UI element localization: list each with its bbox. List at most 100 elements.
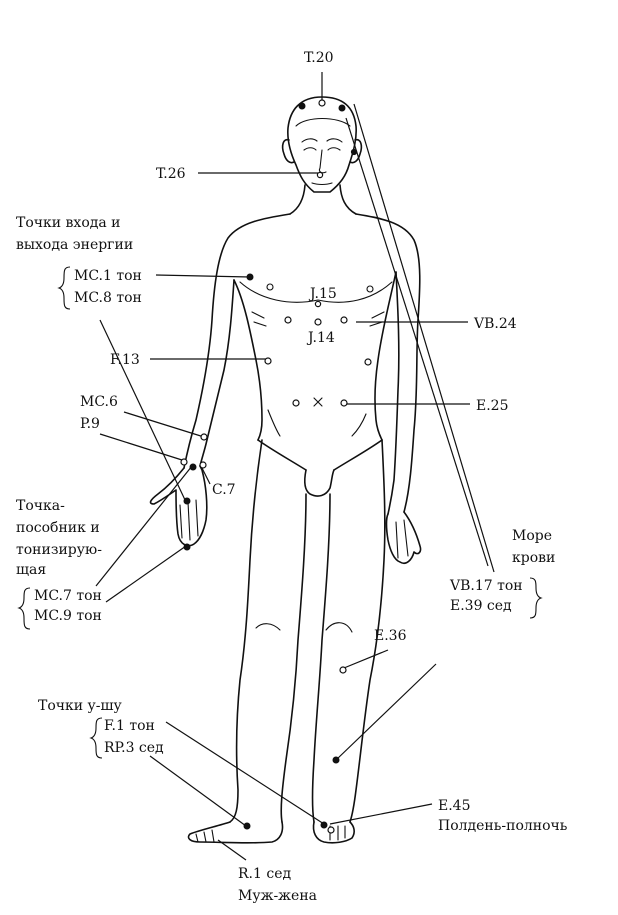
torso-right <box>374 271 397 441</box>
left-leg-outer <box>229 439 263 823</box>
label-e39: E.39 сед <box>450 598 512 614</box>
point-mc8 <box>183 497 191 505</box>
label-mc6: MC.6 <box>80 394 118 410</box>
left-shoulder-arm-outer <box>183 213 291 469</box>
point-e36 <box>339 666 347 674</box>
label-vb24: VB.24 <box>473 316 517 332</box>
leader-rp3 <box>149 755 247 827</box>
leader-mc7 <box>95 465 193 587</box>
brace-mc1-mc8 <box>57 266 71 310</box>
point-p9 <box>180 458 188 466</box>
leader-e39-leg <box>335 663 437 761</box>
leader-mc6 <box>123 411 205 438</box>
left-eyebrow <box>301 138 318 143</box>
point-chest-right <box>340 316 348 324</box>
label-mc7: MC.7 тон <box>34 588 102 604</box>
label-j15: J.15 <box>308 286 337 302</box>
point-e39 <box>332 756 340 764</box>
label-mc1: MC.1 тон <box>74 268 142 284</box>
label-e45: E.45 <box>438 798 470 814</box>
right-fingers <box>395 519 409 559</box>
label-rp3: RP.3 сед <box>104 740 164 756</box>
left-nipple <box>266 283 274 291</box>
label-t20: T.20 <box>304 50 334 66</box>
left-eye <box>303 147 317 151</box>
point-c7 <box>199 461 207 469</box>
label-sea-2: крови <box>512 550 555 566</box>
navel <box>313 397 323 407</box>
left-fingers <box>179 499 199 541</box>
label-helper-2: пособник и <box>16 520 100 536</box>
braces <box>17 266 543 759</box>
label-e25: E.25 <box>476 398 508 414</box>
left-leg-inner <box>280 493 307 823</box>
right-hand <box>385 511 422 565</box>
right-foot <box>312 821 355 844</box>
right-nipple <box>366 285 374 293</box>
right-eyebrow <box>326 138 343 143</box>
point-f13 <box>264 357 272 365</box>
pelvis-line <box>257 439 383 471</box>
point-t20 <box>318 99 326 107</box>
leader-e36 <box>343 649 389 669</box>
torso-left <box>233 279 263 441</box>
label-helper-3: тонизирую- <box>16 542 102 558</box>
right-knee <box>325 622 353 633</box>
groin <box>304 469 335 497</box>
point-head-right <box>338 104 346 112</box>
label-r1: R.1 сед <box>238 866 291 882</box>
label-husband-wife: Муж-жена <box>238 888 317 904</box>
point-vb-head <box>350 148 358 156</box>
point-mc6 <box>200 433 208 441</box>
point-j15 <box>314 300 322 308</box>
points <box>180 99 372 834</box>
point-e45 <box>327 826 335 834</box>
label-mc9: MC.9 тон <box>34 608 102 624</box>
leader-e45 <box>329 803 433 825</box>
mouth <box>311 182 333 186</box>
right-ear <box>349 138 363 164</box>
point-f13-right <box>364 358 372 366</box>
labels: T.20 T.26 Точки входа и выхода энергии M… <box>16 50 568 904</box>
left-knee <box>255 623 281 631</box>
label-t26: T.26 <box>156 166 186 182</box>
label-vb17: VB.17 тон <box>449 578 523 594</box>
point-mc7 <box>189 463 197 471</box>
brace-mc7-mc9 <box>17 587 31 630</box>
brace-f1-rp3 <box>89 717 103 759</box>
leader-vb17 <box>353 103 495 573</box>
point-e25 <box>340 399 348 407</box>
right-shoulder-arm-outer <box>355 213 421 513</box>
ribs-left <box>251 311 267 327</box>
leader-p9 <box>99 433 183 461</box>
leader-e39 <box>345 117 489 567</box>
right-arm-inner <box>387 271 400 515</box>
point-head-left <box>298 102 306 110</box>
label-mc8: MC.8 тон <box>74 290 142 306</box>
hip-left-fold <box>267 409 281 437</box>
label-helper-1: Точка- <box>16 498 65 514</box>
leader-r1 <box>217 839 247 861</box>
label-noon-midnight: Полдень-полночь <box>438 818 568 834</box>
point-chest-left <box>284 316 292 324</box>
left-hand <box>149 465 208 547</box>
right-leg-inner <box>311 493 331 823</box>
leader-mc8 <box>99 319 187 503</box>
leader-mc1 <box>155 274 251 278</box>
neck-left <box>289 184 306 215</box>
point-t26 <box>316 171 324 179</box>
left-arm-inner <box>199 279 235 467</box>
leader-mc9 <box>105 545 187 603</box>
head-outline <box>287 96 357 193</box>
label-j14: J.14 <box>306 330 335 346</box>
ribs-right <box>369 311 385 327</box>
chest-line <box>239 281 393 303</box>
left-toes <box>195 829 215 843</box>
body-outline <box>149 96 422 844</box>
right-leg-outer <box>349 439 386 823</box>
point-rp3 <box>243 822 251 830</box>
label-entry-exit-2: выхода энергии <box>16 237 133 253</box>
label-c7: C.7 <box>212 482 236 498</box>
leader-c7 <box>201 467 211 485</box>
label-wushu: Точки у-шу <box>38 698 123 714</box>
